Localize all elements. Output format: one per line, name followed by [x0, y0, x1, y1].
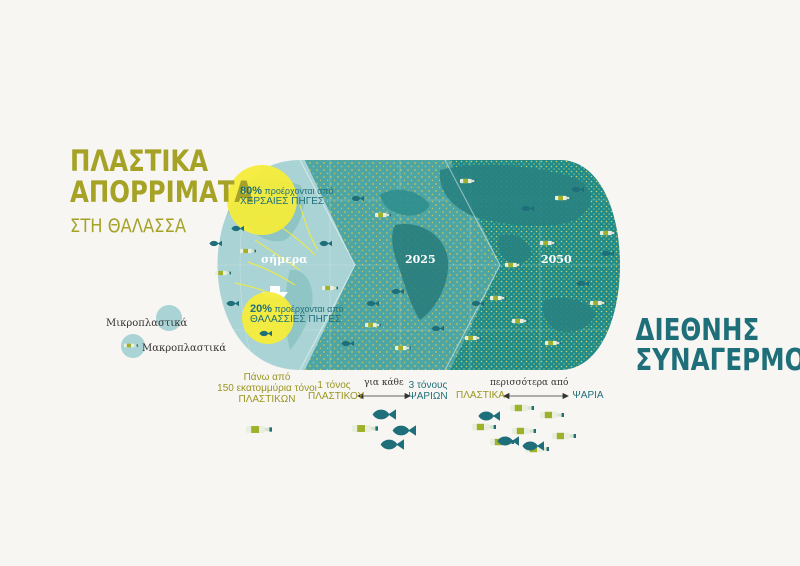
stat-today: Πάνω από 150 εκατομμύρια τόνοι ΠΛΑΣΤΙΚΩΝ — [212, 372, 322, 405]
fish-icon — [380, 439, 404, 450]
land-source-percent: 80% — [240, 185, 263, 197]
stat-2025-left-2: ΠΛΑΣΤΙΚΟΥ — [308, 391, 365, 402]
legend-micro-circle — [156, 305, 182, 331]
plastic-bottle-icon — [512, 427, 536, 435]
sea-source-text1: προέρχονται από — [274, 304, 344, 314]
plastic-bottle-icon — [510, 404, 534, 412]
double-arrow-icon — [357, 392, 411, 400]
stat-2025-plastic: 1 τόνος ΠΛΑΣΤΙΚΟΥ — [308, 380, 365, 402]
plastic-bottle-icon — [552, 432, 576, 440]
plastic-bottle-icon — [352, 425, 378, 432]
alarm-title: ΔΙΕΘΝΗΣ ΣΥΝΑΓΕΡΜΟΣ — [635, 313, 800, 378]
era-label-2050: 2050 — [541, 253, 572, 266]
world-map-globe — [217, 160, 620, 370]
main-title: ΠΛΑΣΤΙΚΑ ΑΠΟΡΡΙΜΑΤΑ — [70, 146, 253, 208]
double-arrow-icon — [503, 392, 569, 400]
land-source-text1: προέρχονται από — [264, 186, 334, 196]
legend-macro-label: Μακροπλαστικά — [142, 343, 227, 354]
stat-2025-right-2: ΨΑΡΙΩΝ — [408, 391, 448, 402]
legend-micro-label: Μικροπλαστικά — [106, 318, 188, 329]
stat-2050-plastic: ΠΛΑΣΤΙΚΑ — [456, 390, 505, 401]
sea-source-highlight — [242, 292, 294, 344]
stat-2050-fish: ΨΑΡΙΑ — [572, 390, 604, 401]
stat-2025-middle: για κάθε — [364, 378, 404, 388]
fish-icon — [392, 425, 416, 436]
stat-today-line-3: ΠΛΑΣΤΙΚΩΝ — [238, 394, 296, 405]
land-source-text2: ΧΕΡΣΑΙΕΣ ΠΗΓΕΣ — [240, 196, 325, 207]
era-label-today: σήμερα — [261, 253, 308, 266]
sea-source-percent: 20% — [250, 303, 273, 315]
land-source-label: 80% προέρχονται από ΧΕΡΣΑΙΕΣ ΠΗΓΕΣ — [240, 186, 334, 207]
stat-2025-fish: 3 τόνους ΨΑΡΙΩΝ — [404, 380, 452, 402]
stat-today-line-1: Πάνω από — [243, 372, 291, 383]
fish-icon — [372, 409, 396, 420]
sea-source-label: 20% προέρχονται από ΘΑΛΑΣΣΙΕΣ ΠΗΓΕΣ — [250, 304, 344, 325]
alarm-line-1: ΔΙΕΘΝΗΣ — [635, 313, 760, 348]
era-label-2025: 2025 — [405, 253, 436, 266]
stat-2050-middle: περισσότερα από — [490, 378, 569, 388]
stat-2025-left-1: 1 τόνος — [317, 380, 351, 391]
plastic-bottle-icon — [540, 411, 564, 419]
plastic-bottle-icon — [246, 426, 272, 433]
land-source-highlight — [227, 165, 297, 235]
sea-source-text2: ΘΑΛΑΣΣΙΕΣ ΠΗΓΕΣ — [250, 314, 342, 325]
stat-today-line-2: 150 εκατομμύρια τόνοι — [217, 383, 317, 394]
stat-2025-right-1: 3 τόνους — [408, 380, 448, 391]
fish-icon — [478, 411, 500, 421]
title-line-1: ΠΛΑΣΤΙΚΑ — [70, 144, 209, 178]
alarm-line-2: ΣΥΝΑΓΕΡΜΟΣ — [635, 343, 800, 378]
title-line-2: ΑΠΟΡΡΙΜΑΤΑ — [70, 175, 254, 209]
title-line-3: ΣΤΗ ΘΑΛΑΣΣΑ — [70, 215, 187, 237]
plastic-bottle-icon — [472, 423, 496, 431]
